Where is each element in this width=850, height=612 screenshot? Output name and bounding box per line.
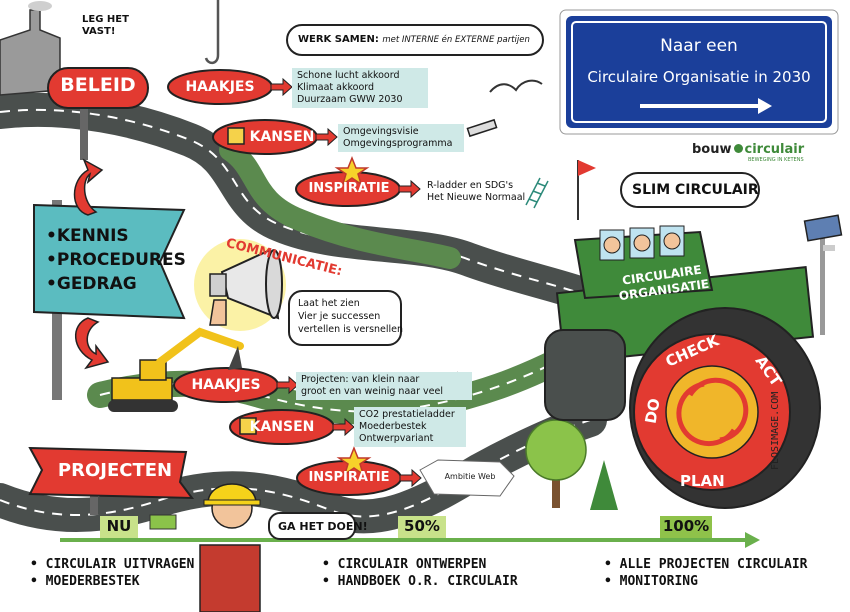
ladder-icon <box>525 177 549 209</box>
note-line: Het Nieuwe Normaal <box>427 192 526 203</box>
worker-speech-bubble: GA HET DOEN! <box>268 512 368 540</box>
ambitie-web-label: Ambitie Web <box>444 472 496 481</box>
green-road <box>219 139 461 269</box>
beleid-post <box>80 100 88 160</box>
projecten-haakjes-label: HAAKJES <box>191 377 261 393</box>
beleid-haakjes-notes: Schone lucht akkoord Klimaat akkoord Duu… <box>292 68 428 108</box>
leaf-icon <box>733 144 743 153</box>
milestone-item: • MOEDERBESTEK <box>30 574 140 589</box>
star-icon <box>334 155 370 186</box>
beleid-kansen-label: KANSEN <box>249 129 315 145</box>
milestone-50: • CIRCULAIR ONTWERPEN • HANDBOEK O.R. CI… <box>322 556 518 590</box>
worker-illustration <box>199 483 261 612</box>
milestone-now: • CIRCULAIR UITVRAGEN • MOEDERBESTEK <box>30 556 194 590</box>
werk-samen-bubble: WERK SAMEN: met INTERNE én EXTERNE parti… <box>286 24 544 56</box>
logo-circulair: circulair <box>744 142 805 157</box>
hook-icon <box>204 0 220 65</box>
projecten-label: PROJECTEN <box>57 460 173 481</box>
note-line: CO2 prestatieladder <box>359 409 455 420</box>
sign-line-1: Naar een <box>660 36 738 56</box>
projecten-sign-shape <box>28 446 195 500</box>
beleid-sign-shape <box>47 67 149 109</box>
logo-bouw: bouw <box>692 142 732 157</box>
bubble-line: Laat het zien <box>298 298 360 309</box>
speech-line: VAST! <box>82 26 116 37</box>
slim-circulair-bubble: SLIM CIRCULAIR <box>620 172 760 208</box>
oval-arrows <box>270 77 422 488</box>
pillar-kennis: •KENNIS <box>46 226 129 246</box>
progress-timeline <box>60 516 760 548</box>
note-line: Duurzaam GWW 2030 <box>297 94 403 105</box>
werk-samen-rest: met INTERNE én EXTERNE partijen <box>382 35 530 45</box>
note-line: R-ladder en SDG's <box>427 180 514 191</box>
credit-text: FLOSIMAGE.COM <box>770 391 781 470</box>
bouw-circulair-logo: bouw circulair BEWEGING IN KETENS <box>692 142 832 163</box>
tree-illustration <box>525 419 618 510</box>
excavator-illustration <box>108 327 244 412</box>
steamroller-illustration <box>544 160 821 509</box>
pillars-sign-shape <box>33 203 186 320</box>
beleid-haakjes-label: HAAKJES <box>185 79 255 95</box>
note-line: groot en van weinig naar veel <box>301 386 443 397</box>
note-line: Omgevingsvisie <box>343 126 419 137</box>
progress-marker-50: 50% <box>404 517 440 535</box>
projecten-inspiratie-label: INSPIRATIE <box>308 470 390 485</box>
bubble-line: Vier je successen <box>298 311 381 322</box>
progress-marker-nu: NU <box>106 517 132 535</box>
telescope-icon <box>466 118 498 138</box>
note-line: Projecten: van klein naar <box>301 374 420 385</box>
communicatie-bubble: Laat het zien Vier je successen vertelle… <box>288 290 404 346</box>
logo-tagline: BEWEGING IN KETENS <box>748 157 804 163</box>
note-line: Omgevingsprogramma <box>343 138 453 149</box>
down-arrow <box>74 317 110 370</box>
werk-samen-lead: WERK SAMEN: <box>298 34 379 45</box>
projecten-kansen-notes: CO2 prestatieladder Moederbestek Ontwerp… <box>354 407 466 447</box>
projecten-kansen-label: KANSEN <box>249 419 315 435</box>
pillar-procedures: •PROCEDURES <box>46 250 186 270</box>
beleid-kansen-notes: Omgevingsvisie Omgevingsprogramma <box>338 124 464 152</box>
note-line: Schone lucht akkoord <box>297 70 400 81</box>
bubble-line: vertellen is versnellen <box>298 324 404 335</box>
note-line: Moederbestek <box>359 421 427 432</box>
sign-line-2: Circulaire Organisatie in 2030 <box>587 68 811 86</box>
speech-line: LEG HET <box>82 14 129 25</box>
milestone-item: • CIRCULAIR UITVRAGEN <box>30 557 195 572</box>
milestone-item: • ALLE PROJECTEN CIRCULAIR <box>604 557 808 572</box>
progress-marker-100: 100% <box>662 517 710 535</box>
note-line: Ontwerpvariant <box>359 433 434 444</box>
sign-board <box>566 16 832 128</box>
road-network <box>0 92 617 534</box>
solar-lamp <box>803 214 843 335</box>
note-line: Klimaat akkoord <box>297 82 375 93</box>
projecten-haakjes-notes: Projecten: van klein naar groot en van w… <box>296 372 472 400</box>
beleid-inspiratie-label: INSPIRATIE <box>308 181 390 196</box>
dice-icon <box>227 127 245 145</box>
milestone-item: • HANDBOEK O.R. CIRCULAIR <box>322 574 518 589</box>
factory-illustration <box>0 1 61 96</box>
leg-het-vast-speech: LEG HET VAST! <box>82 14 129 38</box>
milestone-item: • MONITORING <box>604 574 698 589</box>
money-icon <box>149 514 177 530</box>
pillars-list: •KENNIS •PROCEDURES •GEDRAG <box>46 224 186 296</box>
seagull-icon <box>489 79 543 93</box>
arrow-right-icon <box>640 98 772 114</box>
star-icon <box>336 445 372 476</box>
beleid-inspiratie-notes: R-ladder en SDG's Het Nieuwe Normaal <box>422 178 526 206</box>
ambitie-web-icon <box>419 459 515 497</box>
milestone-100: • ALLE PROJECTEN CIRCULAIR • MONITORING <box>604 556 808 590</box>
beleid-label: BELEID <box>60 74 136 96</box>
pdca-plan: PLAN <box>680 472 725 490</box>
dice-icon <box>239 417 257 435</box>
up-arrow <box>73 158 104 216</box>
milestone-item: • CIRCULAIR ONTWERPEN <box>322 557 487 572</box>
pillar-gedrag: •GEDRAG <box>46 274 137 294</box>
